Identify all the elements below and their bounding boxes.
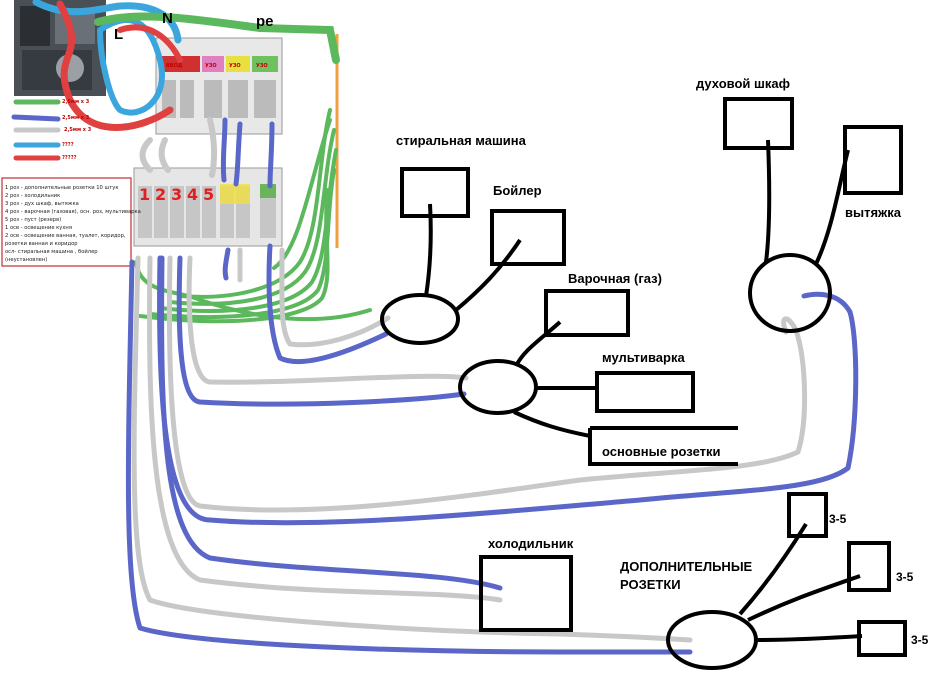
wire-washing-blue: [266, 243, 389, 365]
label-hood: вытяжка: [845, 205, 902, 220]
extra-socket-box-c: [857, 620, 907, 657]
extra-socket-box-a: [787, 492, 828, 538]
washing-machine-box: [400, 167, 470, 218]
notes-frame: [1, 177, 132, 267]
wire-extra-gray: [131, 255, 693, 643]
label-count-b: 3-5: [896, 570, 914, 584]
appliance-labels: стиральная машина Бойлер Варочная (газ) …: [396, 76, 929, 647]
legend-label: 2,5мм х 3: [62, 99, 90, 105]
label-fridge: холодильник: [488, 536, 574, 551]
junction-box-oven: [748, 253, 832, 333]
wire-fridge-gray: [147, 255, 503, 603]
label-main-sockets: основные розетки: [602, 444, 721, 459]
note-line: 1 осв - освещение кухня: [5, 225, 72, 231]
fridge-box: [479, 555, 573, 632]
panel-notes: 1 роз - дополнительные розетки 10 штук 2…: [1, 177, 141, 267]
breaker-label-rcd-2: УЗО: [229, 63, 241, 69]
wire-legend: 2,5мм х 3 2,5мм х 3 2,5мм х 3 ???? ?????: [11, 99, 92, 161]
extra-socket-box-b: [847, 541, 891, 592]
label-gas-hob: Варочная (газ): [568, 271, 662, 286]
phase-label-n: N: [162, 10, 173, 27]
breaker-digit: 1: [139, 185, 150, 204]
legend-label: 2,5мм х 3: [62, 115, 90, 121]
label-boiler: Бойлер: [493, 183, 542, 198]
multicooker-box: [595, 371, 695, 413]
note-line: 2 осв - освещение ванная, туалет, коридо…: [5, 233, 126, 239]
legend-swatch-blue: [11, 114, 61, 122]
label-extra-sockets-2: РОЗЕТКИ: [620, 577, 681, 592]
phase-label-pe: pe: [256, 13, 274, 30]
breaker-label-main: ВВОД: [166, 63, 183, 69]
label-count-a: 3-5: [829, 512, 847, 526]
wire-fridge-blue: [159, 255, 503, 591]
load-diagram: [380, 97, 907, 670]
wire-washing-gray: [279, 247, 391, 348]
oven-box: [723, 97, 794, 150]
breaker-digit: 4: [187, 185, 198, 204]
main-sockets-box: [588, 426, 738, 466]
note-line: 5 роз - пуст (резерв): [5, 217, 61, 223]
label-count-c: 3-5: [911, 633, 929, 647]
breaker-digit: 5: [203, 185, 214, 204]
panel-internal-wires: [139, 117, 275, 283]
label-extra-sockets-1: ДОПОЛНИТЕЛЬНЫЕ: [620, 559, 753, 574]
wire-extra-blue: [125, 259, 693, 655]
breaker-label-rcd-1: УЗО: [205, 63, 217, 69]
junction-box-kitchen: [458, 359, 538, 415]
legend-label: ????: [62, 142, 74, 148]
wire-oven-blue: [157, 255, 859, 526]
note-line: (неустановлен): [5, 257, 47, 263]
breaker-digit: 3: [171, 185, 182, 204]
gas-hob-box: [544, 289, 630, 337]
wire-multi-blue: [176, 255, 467, 407]
note-line: 3 роз - дух шкаф, вытяжка: [5, 201, 79, 207]
phase-label-l: L: [114, 26, 123, 43]
note-line: осл- стиральная машина , бойлер: [5, 248, 98, 255]
breaker-label-rcd-3: УЗО: [256, 63, 268, 69]
incoming-wires: [32, 0, 340, 131]
wire-oven-gray: [166, 255, 808, 513]
junction-box-laundry: [380, 293, 460, 345]
note-line: 4 роз - варочная (газовая), осн. роз, му…: [5, 209, 141, 215]
breaker-digits: 1 2 3 4 5: [139, 185, 214, 204]
boiler-box: [490, 209, 566, 266]
wire-multi-gray: [186, 255, 469, 385]
note-line: 1 роз - дополнительные розетки 10 штук: [5, 185, 118, 191]
breaker-digit: 2: [155, 185, 166, 204]
note-line: розетки ванная и коридор: [5, 241, 78, 247]
label-washing-machine: стиральная машина: [396, 133, 527, 148]
legend-label: ?????: [62, 155, 77, 161]
label-oven: духовой шкаф: [696, 76, 790, 91]
label-multicooker: мультиварка: [602, 350, 685, 365]
legend-label: 2,5мм х 3: [64, 127, 92, 133]
branch-wires: [125, 243, 859, 655]
hood-box: [843, 125, 903, 195]
note-line: 2 роз - холодильник: [5, 193, 60, 199]
